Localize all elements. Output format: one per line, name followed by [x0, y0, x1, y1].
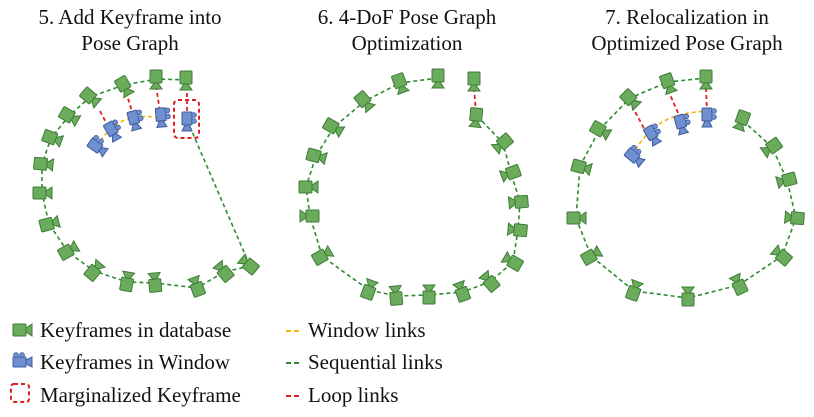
- keyframe-database-icon: [32, 186, 53, 200]
- legend-loop-links-label: Loop links: [308, 383, 399, 407]
- keyframe-database-icon: [431, 68, 445, 89]
- legend-database-icon: [12, 323, 33, 337]
- panel-6-title-line1: 6. 4-DoF Pose Graph: [317, 5, 497, 29]
- keyframe-database-icon: [57, 105, 82, 127]
- keyframe-database-icon: [508, 194, 529, 210]
- legend-marginalized-icon: [10, 383, 30, 403]
- keyframe-database-icon: [78, 86, 103, 109]
- keyframe-database-icon: [388, 285, 404, 306]
- keyframe-database-icon: [187, 275, 207, 299]
- keyframe-window-icon: [623, 143, 649, 168]
- keyframe-database-icon: [507, 222, 528, 238]
- panel-7-sequential-links: [575, 77, 797, 299]
- legend-window-icon: [12, 352, 33, 368]
- panel-7-keyframes-window: [623, 107, 717, 168]
- keyframe-database-icon: [113, 74, 135, 99]
- keyframe-window-icon: [154, 106, 172, 128]
- panel-5-keyframes-window: [86, 106, 197, 158]
- keyframe-database-icon: [149, 69, 163, 90]
- keyframe-database-icon: [452, 280, 472, 304]
- panel-5-graph: [32, 69, 261, 299]
- keyframe-database-icon: [490, 132, 515, 155]
- keyframe-database-icon: [390, 71, 410, 95]
- keyframe-database-icon: [468, 107, 484, 128]
- keyframe-database-icon: [305, 147, 328, 165]
- keyframe-database-icon: [40, 128, 64, 148]
- keyframe-database-icon: [618, 87, 642, 111]
- legend-window-links-label: Window links: [308, 318, 426, 342]
- panel-7-keyframes-database: [566, 69, 805, 307]
- panel-6-graph: [298, 68, 529, 306]
- keyframe-database-icon: [299, 209, 320, 223]
- panel-5-title-line1: 5. Add Keyframe into: [38, 5, 222, 29]
- panel-5-sequential-links: [41, 78, 251, 289]
- panel-7-loop-links: [631, 87, 708, 133]
- keyframe-database-icon: [83, 258, 106, 283]
- panel-5-title: 5. Add Keyframe into Pose Graph: [5, 4, 255, 56]
- keyframe-database-icon: [236, 253, 261, 276]
- keyframe-database-icon: [119, 270, 136, 293]
- panel-7-window-links: [631, 110, 713, 157]
- keyframe-database-icon: [33, 156, 54, 172]
- keyframe-database-icon: [570, 158, 593, 176]
- panel-5-keyframes-database: [32, 69, 261, 299]
- keyframe-database-icon: [566, 211, 587, 225]
- keyframe-database-icon: [298, 180, 319, 194]
- keyframe-database-icon: [784, 210, 805, 226]
- panel-7-title: 7. Relocalization in Optimized Pose Grap…: [562, 4, 812, 56]
- keyframe-database-icon: [179, 70, 193, 91]
- keyframe-database-icon: [422, 284, 436, 305]
- keyframe-database-icon: [467, 71, 481, 92]
- keyframe-window-icon: [673, 112, 694, 136]
- panel-6-sequential-links: [305, 77, 521, 297]
- keyframe-database-icon: [728, 272, 749, 297]
- keyframe-database-icon: [588, 119, 613, 141]
- legend-sequential-links-label: Sequential links: [308, 350, 443, 374]
- keyframe-database-icon: [769, 244, 794, 267]
- panel-5-window-links: [96, 115, 164, 148]
- keyframe-database-icon: [359, 278, 379, 302]
- panel-5-title-line2: Pose Graph: [81, 31, 179, 55]
- keyframe-window-icon: [701, 107, 717, 128]
- keyframe-database-icon: [624, 279, 644, 303]
- keyframe-window-icon: [126, 108, 147, 132]
- keyframe-database-icon: [775, 171, 798, 189]
- legend-marginalized-label: Marginalized Keyframe: [40, 383, 241, 407]
- panel-7-title-line2: Optimized Pose Graph: [591, 31, 783, 55]
- keyframe-database-icon: [353, 89, 376, 114]
- panel-6-title-line2: Optimization: [351, 31, 463, 55]
- panel-6-title: 6. 4-DoF Pose Graph Optimization: [282, 4, 532, 56]
- keyframe-window-icon: [642, 122, 666, 147]
- keyframe-database-icon: [658, 71, 678, 95]
- legend-icons: [10, 323, 302, 403]
- keyframe-database-icon: [699, 69, 713, 90]
- legend-database-label: Keyframes in database: [40, 318, 232, 342]
- keyframe-database-icon: [147, 272, 163, 293]
- panel-7-title-line1: 7. Relocalization in: [605, 5, 769, 29]
- legend-window-label: Keyframes in Window: [40, 350, 231, 374]
- keyframe-window-icon: [86, 133, 112, 158]
- panel-5-marginalized-box: [173, 99, 200, 139]
- panel-7-graph: [566, 69, 805, 307]
- keyframe-database-icon: [732, 108, 752, 132]
- panel-6-keyframes-database: [298, 68, 529, 306]
- keyframe-database-icon: [478, 269, 501, 294]
- panel-5-sequential-link-marginalized: [186, 119, 251, 267]
- keyframe-database-icon: [38, 215, 61, 233]
- keyframe-database-icon: [681, 286, 695, 307]
- keyframe-database-icon: [499, 163, 523, 183]
- keyframe-database-icon: [212, 259, 235, 284]
- keyframe-window-icon: [181, 111, 197, 132]
